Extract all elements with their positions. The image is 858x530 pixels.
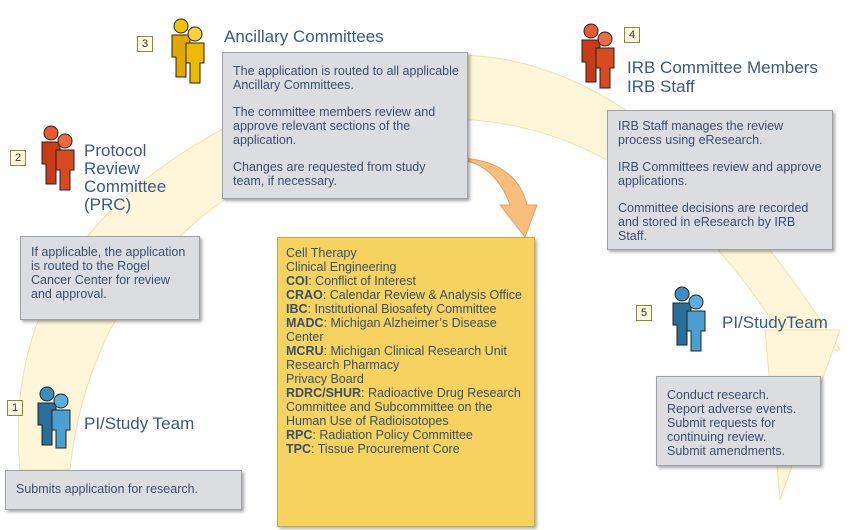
step-3-title: Ancillary Committees: [224, 27, 384, 46]
step-4-text: IRB Committees review and approve applic…: [618, 160, 822, 188]
step-5-text-line: Submit requests for: [667, 416, 776, 430]
step-1-text: Submits application for research.: [16, 482, 199, 496]
two-person-red-icon: [581, 23, 615, 89]
step-2-title-line: (PRC): [84, 195, 132, 214]
two-person-blue-icon: [672, 286, 706, 352]
ancillary-item: RPC: Radiation Policy Committee: [286, 428, 473, 442]
step-2-title-line: Review: [84, 159, 140, 178]
ancillary-item: MADC: Michigan Alzheimer’s Disease Cente…: [286, 316, 497, 344]
step-3-text: The application is routed to all applica…: [233, 64, 459, 92]
step-3-text: The committee members review and approve…: [233, 105, 436, 147]
step-2-title-line: Protocol: [84, 141, 147, 160]
step-5-title: PI/StudyTeam: [722, 313, 828, 332]
ancillary-item: TPC: Tissue Procurement Core: [286, 442, 460, 456]
step-2-title: Protocol Review Committee (PRC): [84, 142, 166, 214]
step-3-text: Changes are requested from study team, i…: [233, 160, 426, 188]
ancillary-item: MCRU: Michigan Clinical Research Unit: [286, 344, 507, 358]
step-5-text-line: Report adverse events.: [667, 402, 797, 416]
ancillary-item: Cell Therapy: [286, 246, 357, 260]
step-4-description-box: IRB Staff manages the review process usi…: [607, 110, 833, 250]
ancillary-item: Privacy Board: [286, 372, 364, 386]
step-2-number: 2: [10, 150, 26, 166]
step-4-text: Committee decisions are recorded and sto…: [618, 201, 809, 243]
step-4-number: 4: [624, 27, 640, 43]
two-person-yellow-icon: [171, 18, 205, 84]
step-5-text-line: Submit amendments.: [667, 444, 786, 458]
step-4-text: IRB Staff manages the review process usi…: [618, 119, 784, 147]
step-5-description-box: Conduct research. Report adverse events.…: [656, 376, 821, 466]
step-1-title: PI/Study Team: [84, 414, 195, 433]
ancillary-committees-list: Cell Therapy Clinical Engineering COI: C…: [277, 237, 535, 527]
step-3-number: 3: [137, 36, 153, 52]
step-1-description-box: Submits application for research.: [5, 470, 242, 510]
two-person-blue-icon: [37, 386, 71, 449]
step-2-description-box: If applicable, the application is routed…: [20, 236, 200, 320]
step-5-text-line: continuing review.: [667, 430, 767, 444]
step-5-text-line: Conduct research.: [667, 388, 770, 402]
step-3-description-box: The application is routed to all applica…: [222, 52, 468, 199]
step-1-number: 1: [7, 400, 23, 416]
ancillary-item: Research Pharmacy: [286, 358, 400, 372]
two-person-red-icon: [41, 125, 75, 191]
step-4-title: IRB Committee Members IRB Staff: [627, 58, 818, 96]
ancillary-list-arrow: [454, 157, 538, 239]
step-4-title-line: IRB Committee Members: [627, 58, 818, 77]
ancillary-item: Clinical Engineering: [286, 260, 397, 274]
step-4-title-line: IRB Staff: [627, 77, 695, 96]
step-2-text: If applicable, the application is routed…: [31, 245, 186, 301]
step-2-title-line: Committee: [84, 177, 167, 196]
ancillary-item: CRAO: Calendar Review & Analysis Office: [286, 288, 522, 302]
ancillary-item: RDRC/SHUR: Radioactive Drug Research Com…: [286, 386, 521, 428]
ancillary-item: IBC: Institutional Biosafety Committee: [286, 302, 497, 316]
step-5-number: 5: [636, 305, 652, 321]
ancillary-item: COI: Conflict of Interest: [286, 274, 416, 288]
